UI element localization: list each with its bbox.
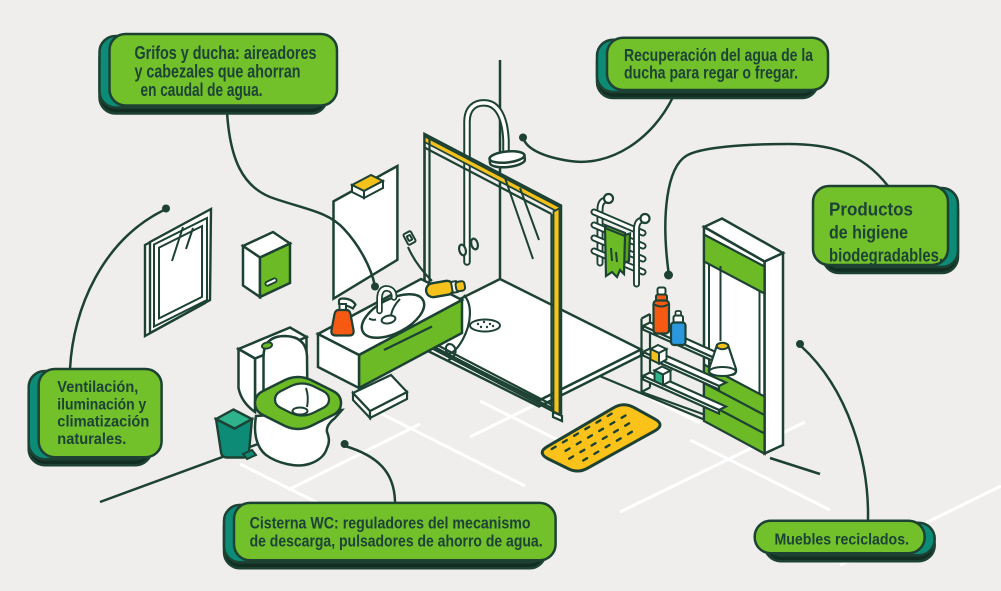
svg-text:de higiene: de higiene xyxy=(829,223,908,243)
svg-text:Cisterna WC: reguladores del m: Cisterna WC: reguladores del mecanismo xyxy=(250,515,531,533)
svg-text:de descarga, pulsadores de aho: de descarga, pulsadores de ahorro de agu… xyxy=(250,533,543,551)
svg-text:ducha para regar o fregar.: ducha para regar o fregar. xyxy=(624,63,798,83)
svg-text:Recuperación del agua de la: Recuperación del agua de la xyxy=(624,45,813,65)
svg-text:climatización: climatización xyxy=(57,414,149,431)
svg-text:Muebles reciclados.: Muebles reciclados. xyxy=(775,532,910,549)
svg-text:Grifos y ducha: aireadores: Grifos y ducha: aireadores xyxy=(135,42,317,63)
svg-text:Ventilación,: Ventilación, xyxy=(57,379,138,396)
svg-text:naturales.: naturales. xyxy=(57,431,126,448)
svg-text:biodegradables.: biodegradables. xyxy=(829,246,943,266)
svg-text:Productos: Productos xyxy=(829,200,913,220)
svg-text:en caudal de agua.: en caudal de agua. xyxy=(141,79,263,100)
svg-text:iluminación y: iluminación y xyxy=(57,396,146,413)
svg-text:y cabezales que ahorran: y cabezales que ahorran xyxy=(135,61,301,82)
